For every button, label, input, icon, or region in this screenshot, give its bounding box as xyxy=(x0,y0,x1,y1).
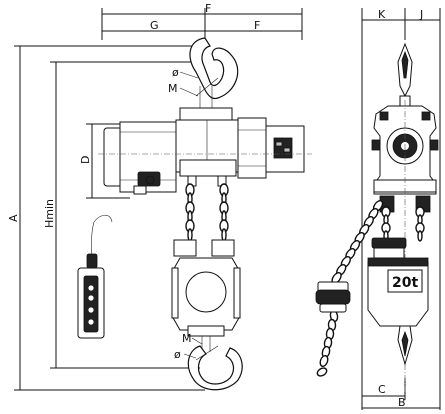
leader-m-bottom xyxy=(191,337,203,345)
pendant-button-up xyxy=(88,285,94,291)
side-slack-chain xyxy=(316,199,384,377)
side-top-hook xyxy=(397,42,413,107)
chain-link xyxy=(417,230,423,242)
load-chain-left xyxy=(185,183,229,242)
label-a: A xyxy=(7,214,20,222)
label-f-right: F xyxy=(254,19,260,32)
chain-bucket xyxy=(315,281,351,313)
label-g: G xyxy=(150,19,159,32)
bottom-hook xyxy=(187,336,243,391)
leader-phi-top xyxy=(179,71,199,79)
label-phi-top: ø xyxy=(172,66,179,79)
side-load-chain xyxy=(381,206,425,242)
leader-m-top xyxy=(179,87,199,97)
label-j: J xyxy=(419,8,423,21)
label-m-bottom: M xyxy=(182,332,192,345)
label-d: D xyxy=(79,156,92,164)
side-hoist-body xyxy=(371,100,439,392)
pendant-control xyxy=(77,214,113,339)
side-bottom-block: 20t xyxy=(367,237,429,327)
label-phi-bottom: ø xyxy=(174,348,181,361)
load-tag: 20t xyxy=(392,275,418,291)
pendant-button-stop xyxy=(88,307,94,313)
pendant-button-aux xyxy=(88,319,94,325)
chain-link xyxy=(319,354,329,368)
label-hmin: Hmin xyxy=(43,199,56,228)
hoist-body xyxy=(98,107,312,195)
bottom-block xyxy=(171,239,241,337)
leader-phi-bottom xyxy=(183,353,197,359)
label-b: B xyxy=(398,396,406,409)
chain-link xyxy=(187,228,193,242)
chain-link xyxy=(221,228,227,242)
side-bottom-hook xyxy=(397,325,413,366)
chain-link xyxy=(316,367,328,377)
pendant-button-down xyxy=(88,295,94,301)
top-hook xyxy=(189,37,239,114)
label-m-top: M xyxy=(168,82,178,95)
label-c: C xyxy=(378,383,386,396)
label-k: K xyxy=(378,8,386,21)
label-f-top: F xyxy=(205,2,211,15)
